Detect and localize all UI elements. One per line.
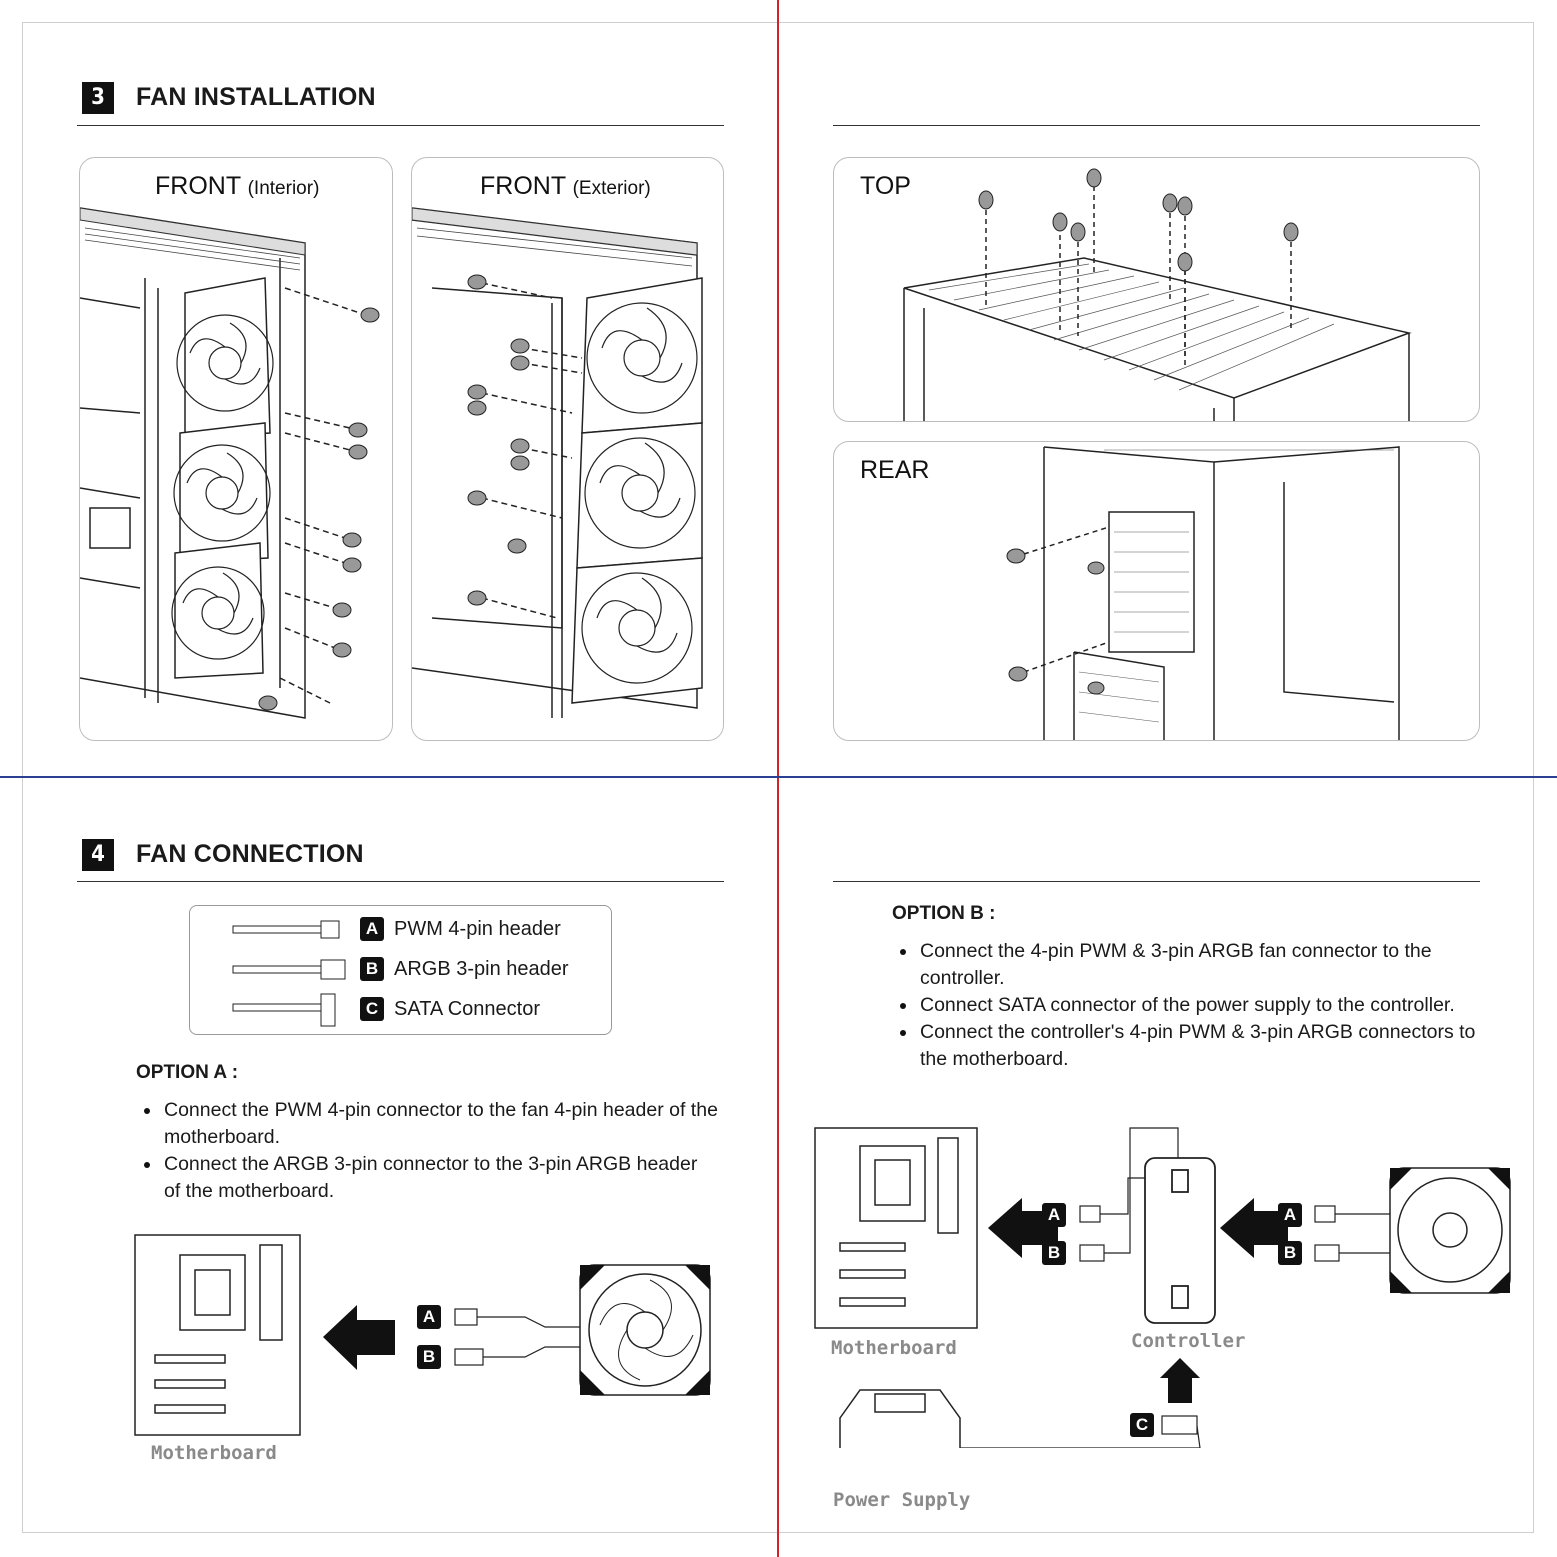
case-exterior-illustration	[412, 207, 703, 718]
section-number: 3	[82, 82, 114, 114]
option-b-diagram	[814, 1127, 1511, 1448]
option-a-diagram	[134, 1234, 711, 1436]
badge-b: B	[1283, 1243, 1297, 1262]
panel-label: FRONT (Exterior)	[480, 172, 651, 200]
option-a-instructions: Connect the PWM 4-pin connector to the f…	[138, 1097, 718, 1205]
legend-item-b: B ARGB 3-pin header	[360, 957, 569, 981]
connector-legend: A PWM 4-pin header B ARGB 3-pin header C SA…	[189, 905, 612, 1035]
legend-text: PWM 4-pin header	[394, 917, 561, 940]
case-top-illustration	[903, 168, 1412, 421]
badge-a: A	[360, 917, 384, 941]
instruction-item: Connect the 4-pin PWM & 3-pin ARGB fan c…	[894, 938, 1484, 992]
section-rule-right	[833, 881, 1480, 882]
instruction-item: Connect the controller's 4-pin PWM & 3-p…	[894, 1019, 1484, 1073]
section-title: FAN CONNECTION	[136, 840, 364, 868]
panel-label: FRONT (Interior)	[155, 172, 320, 200]
horizontal-fold-line	[0, 776, 1557, 778]
option-b-title: OPTION B :	[892, 903, 996, 924]
motherboard-caption: Motherboard	[831, 1337, 957, 1359]
panel-label: TOP	[860, 172, 911, 200]
arrow-left-icon	[988, 1198, 1058, 1258]
badge-a: A	[1047, 1205, 1061, 1224]
badge-c: C	[1135, 1415, 1149, 1434]
legend-item-a: A PWM 4-pin header	[360, 917, 561, 941]
motherboard-caption: Motherboard	[151, 1442, 277, 1464]
badge-b: B	[1047, 1243, 1061, 1262]
instruction-item: Connect SATA connector of the power supp…	[894, 992, 1484, 1019]
instruction-item: Connect the ARGB 3-pin connector to the …	[138, 1151, 718, 1205]
case-rear-illustration	[1006, 446, 1400, 740]
front-interior-panel: FRONT (Interior)	[79, 157, 393, 741]
legend-text: ARGB 3-pin header	[394, 957, 569, 980]
front-exterior-panel: FRONT (Exterior)	[411, 157, 724, 741]
case-interior-illustration	[80, 207, 380, 719]
panel-label: REAR	[860, 456, 930, 484]
badge-c: C	[360, 997, 384, 1021]
arrow-left-icon	[1220, 1198, 1288, 1258]
section-title: FAN INSTALLATION	[136, 83, 376, 111]
option-a-title: OPTION A :	[136, 1062, 239, 1083]
controller-caption: Controller	[1131, 1330, 1246, 1352]
power-supply-caption: Power Supply	[833, 1489, 971, 1511]
section-rule	[77, 125, 724, 126]
section-rule-right	[833, 125, 1480, 126]
vertical-fold-line	[777, 0, 779, 1557]
badge-b: B	[360, 957, 384, 981]
legend-item-c: C SATA Connector	[360, 997, 540, 1021]
instruction-item: Connect the PWM 4-pin connector to the f…	[138, 1097, 718, 1151]
badge-a: A	[1283, 1205, 1297, 1224]
rear-panel: REAR	[833, 441, 1480, 741]
badge-b: B	[422, 1347, 436, 1366]
section-number: 4	[82, 839, 114, 871]
option-b-instructions: Connect the 4-pin PWM & 3-pin ARGB fan c…	[894, 938, 1484, 1073]
legend-text: SATA Connector	[394, 997, 540, 1020]
section-rule	[77, 881, 724, 882]
top-panel: TOP	[833, 157, 1480, 422]
arrow-up-icon	[1160, 1358, 1200, 1403]
badge-a: A	[422, 1307, 436, 1326]
connector-cables-icon	[232, 920, 346, 1027]
arrow-left-icon	[323, 1305, 395, 1370]
